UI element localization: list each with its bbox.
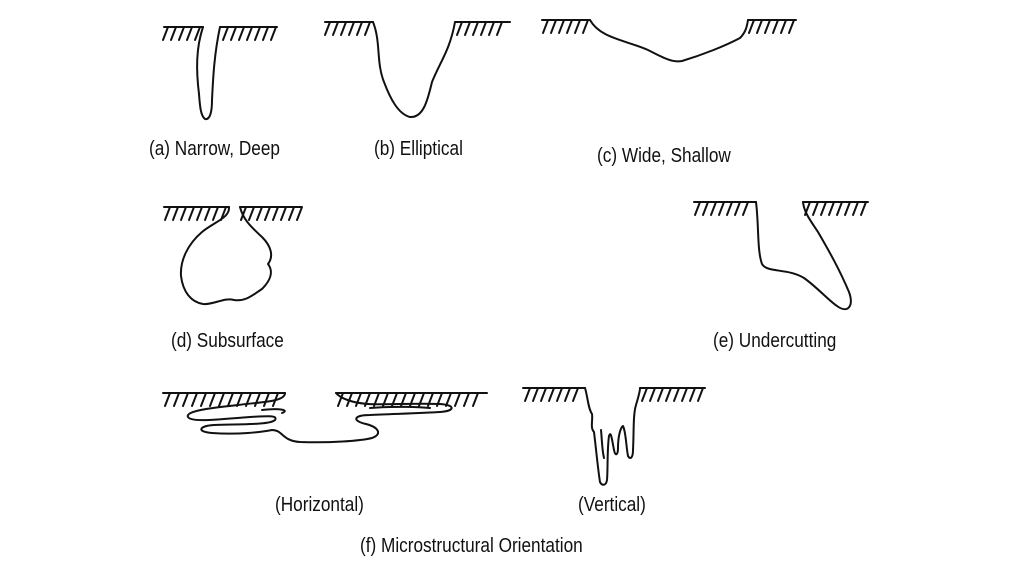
pit-vertical-orientation [522, 387, 706, 486]
label-microstructural-orientation: (f) Microstructural Orientation [360, 535, 583, 557]
pit-undercutting [693, 201, 869, 311]
label-elliptical: (b) Elliptical [374, 138, 463, 160]
label-horizontal: (Horizontal) [275, 494, 364, 516]
pit-horizontal-orientation [162, 392, 488, 444]
pit-subsurface [163, 206, 303, 306]
pit-elliptical [324, 21, 511, 119]
label-narrow-deep: (a) Narrow, Deep [149, 138, 280, 160]
label-vertical: (Vertical) [578, 494, 646, 516]
pit-wide-shallow [541, 19, 797, 63]
pit-narrow-deep [162, 26, 278, 121]
label-undercutting: (e) Undercutting [713, 330, 837, 352]
label-wide-shallow: (c) Wide, Shallow [597, 145, 731, 167]
label-subsurface: (d) Subsurface [171, 330, 284, 352]
